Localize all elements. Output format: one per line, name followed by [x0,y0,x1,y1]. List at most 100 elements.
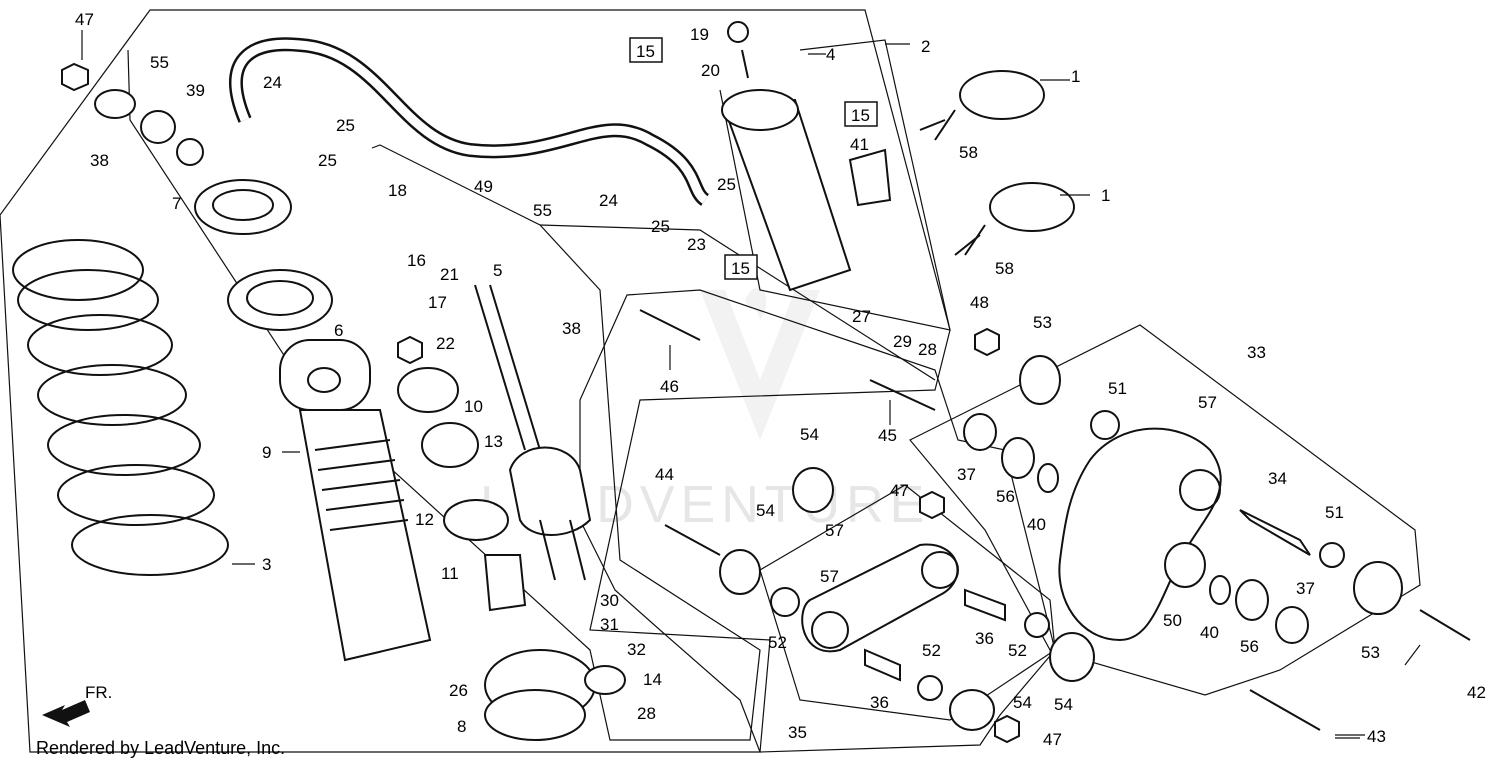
callout-8: 8 [457,717,466,736]
front-label: FR. [85,683,112,702]
callout-26: 26 [449,681,468,700]
footer-credit: Rendered by LeadVenture, Inc. [36,738,286,758]
callout-54d: 54 [1054,695,1073,714]
callout-21: 21 [440,265,459,284]
callout-51a: 51 [1108,379,1127,398]
callout-11: 11 [441,564,459,583]
callout-30: 30 [600,591,619,610]
callout-19: 19 [690,25,709,44]
callout-18: 18 [388,181,407,200]
callout-25a: 25 [336,116,355,135]
callout-46: 46 [660,377,679,396]
callout-4: 4 [826,45,835,64]
callout-54c: 54 [1013,693,1032,712]
callout-42: 42 [1467,683,1486,702]
shock-arm-outline [909,324,1421,696]
callout-52c: 52 [922,641,941,660]
callout-numbers: 47 55 39 38 7 6 9 3 24 25 25 18 49 55 16… [75,10,1486,749]
reservoir-clamps [934,70,1075,256]
callout-57c: 57 [820,567,839,586]
callout-56b: 56 [1240,637,1259,656]
group-outlines [0,9,1421,753]
callout-53b: 53 [1361,643,1380,662]
callout-38b: 38 [562,319,581,338]
callout-50: 50 [1163,611,1182,630]
callout-47c: 47 [1043,730,1062,749]
callout-51b: 51 [1325,503,1344,522]
callout-49: 49 [474,177,493,196]
callout-54b: 54 [756,501,775,520]
shock-arm [1058,427,1222,642]
callout-1b: 1 [1101,186,1110,205]
callout-12: 12 [415,510,434,529]
shock-spring [12,239,229,576]
callout-58a: 58 [959,143,978,162]
collars-and-bearings [719,327,1403,744]
callout-24b: 24 [599,191,618,210]
callout-54a: 54 [800,425,819,444]
callout-10: 10 [464,397,483,416]
callout-47: 47 [75,10,94,29]
callout-32: 32 [627,640,646,659]
damper-subassembly-outline [127,49,761,741]
callout-48: 48 [970,293,989,312]
callout-35: 35 [788,723,807,742]
callout-57a: 57 [1198,393,1217,412]
lower-clevis-parts [484,649,626,741]
callout-15b: 15 [851,106,870,125]
front-direction-arrow: FR. [42,683,112,727]
reservoir-outline [719,39,951,331]
callout-47b: 47 [890,481,909,500]
callout-55: 55 [150,53,169,72]
callout-9: 9 [262,443,271,462]
callout-5: 5 [493,261,502,280]
callout-39: 39 [186,81,205,100]
upper-mount-parts [61,62,204,166]
callout-1a: 1 [1071,67,1080,86]
callout-38: 38 [90,151,109,170]
callout-53a: 53 [1033,313,1052,332]
callout-31: 31 [600,615,619,634]
callout-25c: 25 [651,217,670,236]
callout-17: 17 [428,293,447,312]
callout-2: 2 [921,37,930,56]
callout-36a: 36 [975,629,994,648]
callout-37a: 37 [957,465,976,484]
boxed-callouts [629,37,878,280]
callout-27: 27 [852,307,871,326]
callout-22: 22 [436,334,455,353]
bolts [639,119,1471,731]
callout-57b: 57 [825,521,844,540]
callout-55b: 55 [533,201,552,220]
callout-41: 41 [850,135,869,154]
watermark-logo [700,287,820,440]
callout-45: 45 [878,426,897,445]
callout-28b: 28 [918,340,937,359]
callout-25d: 25 [717,175,736,194]
callout-24a: 24 [263,73,282,92]
callout-23: 23 [687,235,706,254]
callout-58b: 58 [995,259,1014,278]
hose-reservoir-line [539,224,936,381]
shock-body [279,339,432,662]
callout-36b: 36 [870,693,889,712]
callout-6: 6 [334,321,343,340]
reservoir-hose [229,37,710,206]
callout-44: 44 [655,465,674,484]
callout-52a: 52 [768,633,787,652]
callout-14: 14 [643,670,662,689]
reservoir [721,21,892,292]
callout-15c: 15 [731,259,750,278]
callout-40a: 40 [1027,515,1046,534]
callout-3: 3 [262,555,271,574]
callout-25b: 25 [318,151,337,170]
callout-33: 33 [1247,343,1266,362]
callout-16: 16 [407,251,426,270]
callout-40b: 40 [1200,623,1219,642]
leader-lines [81,30,1421,739]
adjuster-nuts [194,179,333,331]
shock-assembly-outline [0,9,951,753]
callout-28a: 28 [637,704,656,723]
callout-7: 7 [172,194,181,213]
